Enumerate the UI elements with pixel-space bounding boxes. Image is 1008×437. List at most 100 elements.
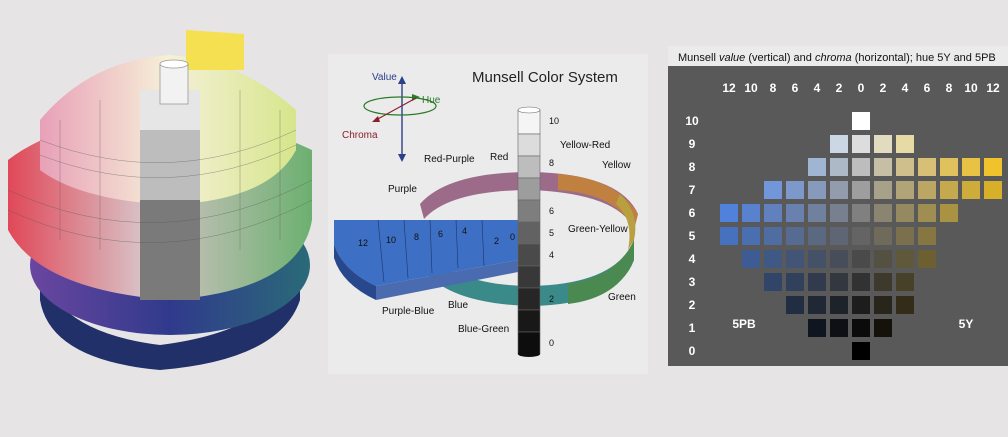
chroma-tick-label: 4 [902,81,909,95]
value-chroma-chart-panel: Munsell value (vertical) and chroma (hor… [668,46,1008,366]
chroma-tick-10: 10 [386,235,396,245]
hue-circle [363,96,437,116]
color-solid-graphic [7,30,313,370]
hue-label-yellow: Yellow [602,160,631,171]
chroma-arrow-icon [372,116,380,122]
color-chip [918,250,936,268]
value-tick-5: 5 [549,228,554,238]
value-tick-label: 1 [689,321,696,335]
color-chip [852,204,870,222]
value-cylinder [517,106,541,357]
value-tick-label: 10 [685,114,699,128]
color-chip [830,319,848,337]
color-chip [852,227,870,245]
color-chip [742,250,760,268]
color-chip [896,135,914,153]
value-tick-label: 6 [689,206,696,220]
color-chip [896,204,914,222]
chroma-tick-0: 0 [510,232,515,242]
color-chip [808,319,826,337]
color-chip [786,181,804,199]
color-chip [764,273,782,291]
chroma-tick-12: 12 [358,238,368,248]
color-chip [984,181,1002,199]
hue-value-chroma-diagram: Munsell Color System Value Hue Chroma 12… [334,69,638,357]
color-chip [808,250,826,268]
color-chip [830,204,848,222]
chroma-tick-label: 6 [924,81,931,95]
hue-label-purple: Purple [388,184,417,195]
color-chip [830,158,848,176]
color-chip [786,204,804,222]
value-tick-label: 5 [689,229,696,243]
color-chip [852,342,870,360]
color-chip [808,204,826,222]
chroma-tick-4: 4 [462,226,467,236]
color-chip [786,273,804,291]
color-chip [852,273,870,291]
color-chip [742,204,760,222]
value-tick-label: 2 [689,298,696,312]
chroma-tick-6: 6 [438,229,443,239]
color-chip [764,181,782,199]
color-chip [874,227,892,245]
value-down-arrow-icon [398,154,406,162]
chart-title: Munsell value (vertical) and chroma (hor… [678,52,996,64]
color-chip [786,296,804,314]
color-chip [896,296,914,314]
color-chip [896,273,914,291]
color-chip [830,135,848,153]
hue-label-blue-green: Blue-Green [458,324,509,335]
hue-label-purple-blue: Purple-Blue [382,306,435,317]
color-chip [896,227,914,245]
hue-label-red: Red [490,152,508,163]
value-tick-label: 3 [689,275,696,289]
color-chip [852,158,870,176]
chroma-tick-label: 12 [722,81,736,95]
color-chip [940,158,958,176]
color-chip [918,181,936,199]
hue-label-red-purple: Red-Purple [424,154,475,165]
chroma-tick-label: 10 [744,81,758,95]
color-chip [808,227,826,245]
color-chip [764,250,782,268]
hue-ring-green [568,240,634,304]
value-tick-label: 0 [689,344,696,358]
hue-ring-yellow [616,194,636,250]
wedge-side [334,244,376,300]
hue-axis-label: Hue [422,95,441,106]
color-chip [764,204,782,222]
chroma-tick-label: 10 [964,81,978,95]
hue-label-5pb: 5PB [732,317,756,331]
color-chip [852,319,870,337]
value-tick-label: 9 [689,137,696,151]
value-tick-4: 4 [549,250,554,260]
color-chip [962,158,980,176]
value-tick-0: 0 [549,338,554,348]
color-chip [874,250,892,268]
value-up-arrow-icon [398,76,406,84]
color-chip [720,204,738,222]
color-chip [852,112,870,130]
value-tick-label: 7 [689,183,696,197]
color-chip [808,158,826,176]
chroma-tick-label: 4 [814,81,821,95]
color-chip [940,204,958,222]
hue-ring-yellow-red [558,174,638,230]
hue-label-5y: 5Y [959,317,974,331]
chroma-tick-label: 8 [946,81,953,95]
color-chip [984,158,1002,176]
color-chip [742,227,760,245]
color-chip [830,181,848,199]
value-tick-2: 2 [549,294,554,304]
chroma-tick-label: 6 [792,81,799,95]
color-chip [830,273,848,291]
color-chip [918,227,936,245]
color-chip [940,181,958,199]
color-chip [896,181,914,199]
hue-label-yellow-red: Yellow-Red [560,140,610,151]
color-chip [786,250,804,268]
hue-label-green: Green [608,292,636,303]
color-chip [874,273,892,291]
